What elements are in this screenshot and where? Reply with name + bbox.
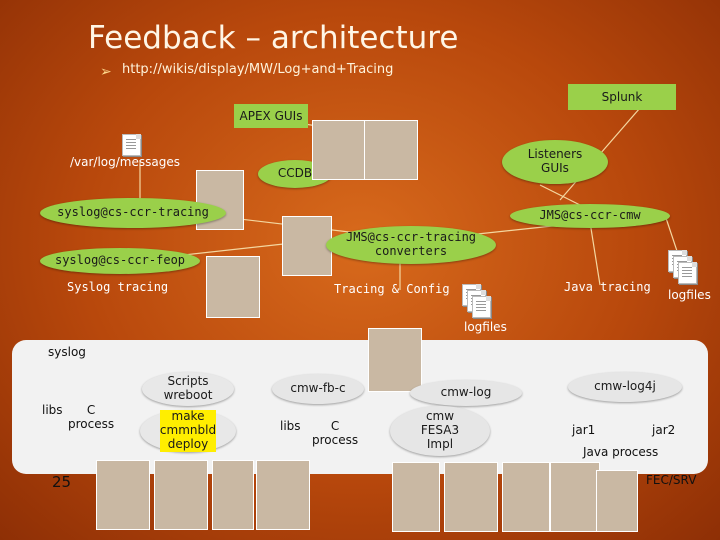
page-title: Feedback – architecture (88, 20, 459, 56)
person-photo (392, 462, 440, 532)
fec-srv-label: FEC/SRV (646, 473, 697, 487)
syslog-tracing-label: syslog@cs-ccr-tracing (57, 205, 209, 220)
person-photo (550, 462, 600, 532)
person-photo (364, 120, 418, 180)
person-photo (96, 460, 150, 530)
make-node: make cmmnbld deploy (140, 409, 236, 452)
syslog-panel-label: syslog (48, 345, 86, 359)
jar2-label: jar2 (652, 423, 676, 437)
apex-guis-label: APEX GUIs (239, 109, 303, 123)
apex-guis-box: APEX GUIs (234, 104, 308, 128)
jms-cmw-node: JMS@cs-ccr-cmw (510, 204, 670, 228)
syslog-tracing-node: syslog@cs-ccr-tracing (40, 198, 226, 228)
wiki-url[interactable]: http://wikis/display/MW/Log+and+Tracing (122, 62, 394, 77)
tracing-config-heading: Tracing & Config (334, 282, 450, 296)
jms-cmw-label: JMS@cs-ccr-cmw (539, 208, 641, 223)
jms-tracing-node: JMS@cs-ccr-tracing converters (326, 226, 496, 264)
cmw-log-label: cmw-log (440, 385, 492, 400)
person-photo (206, 256, 260, 318)
make-label: make cmmnbld deploy (159, 409, 217, 452)
converters-label: converters (374, 244, 448, 258)
page-number: 25 (52, 473, 72, 491)
person-photo (212, 460, 254, 530)
person-photo (154, 460, 208, 530)
cmw-log4j-label: cmw-log4j (594, 379, 656, 394)
person-photo (282, 216, 332, 276)
splunk-label: Splunk (601, 90, 643, 104)
person-photo (596, 470, 638, 532)
document-icon (472, 296, 491, 318)
cmw-log-node: cmw-log (410, 380, 522, 406)
jar1-label: jar1 (572, 423, 596, 437)
person-photo (256, 460, 310, 530)
splunk-box: Splunk (568, 84, 676, 110)
scripts-label: Scripts wreboot (163, 374, 213, 402)
listeners-guis-label: Listeners GUIs (527, 147, 583, 175)
logfiles-mid-label: logfiles (464, 320, 507, 334)
document-icon (122, 134, 141, 156)
ccdb-label: CCDB (277, 166, 313, 181)
libs-left-label: libs (42, 403, 63, 417)
libs-mid-label: libs (280, 419, 301, 433)
logfiles-right-label: logfiles (668, 288, 711, 302)
syslog-feop-label: syslog@cs-ccr-feop (54, 253, 186, 268)
process-panel (12, 340, 708, 474)
cmw-log4j-node: cmw-log4j (568, 372, 682, 402)
document-icon (678, 262, 697, 284)
jms-tracing-label: JMS@cs-ccr-tracing (345, 230, 477, 245)
c-process-left-label: C process (68, 403, 115, 431)
person-photo (502, 462, 550, 532)
java-process-label: Java process (583, 445, 659, 459)
syslog-tracing-heading: Syslog tracing (67, 280, 169, 294)
cmw-fesa-node: cmw FESA3 Impl (390, 406, 490, 456)
person-photo (444, 462, 498, 532)
cmw-fesa-label: cmw FESA3 Impl (420, 409, 460, 451)
var-log-messages-label: /var/log/messages (70, 155, 180, 169)
logfiles-right-icon (668, 250, 698, 284)
syslog-feop-node: syslog@cs-ccr-feop (40, 248, 200, 274)
person-photo (368, 328, 422, 392)
person-photo (312, 120, 366, 180)
listeners-guis-node: Listeners GUIs (502, 140, 608, 184)
bullet-icon: ➢ (100, 64, 112, 80)
java-tracing-heading: Java tracing (564, 280, 651, 294)
scripts-node: Scripts wreboot (142, 372, 234, 406)
c-process-mid-label: C process (312, 419, 359, 447)
cmw-fb-c-label: cmw-fb-c (290, 381, 346, 396)
logfiles-mid-icon (462, 284, 492, 318)
cmw-fb-c-node: cmw-fb-c (272, 374, 364, 404)
